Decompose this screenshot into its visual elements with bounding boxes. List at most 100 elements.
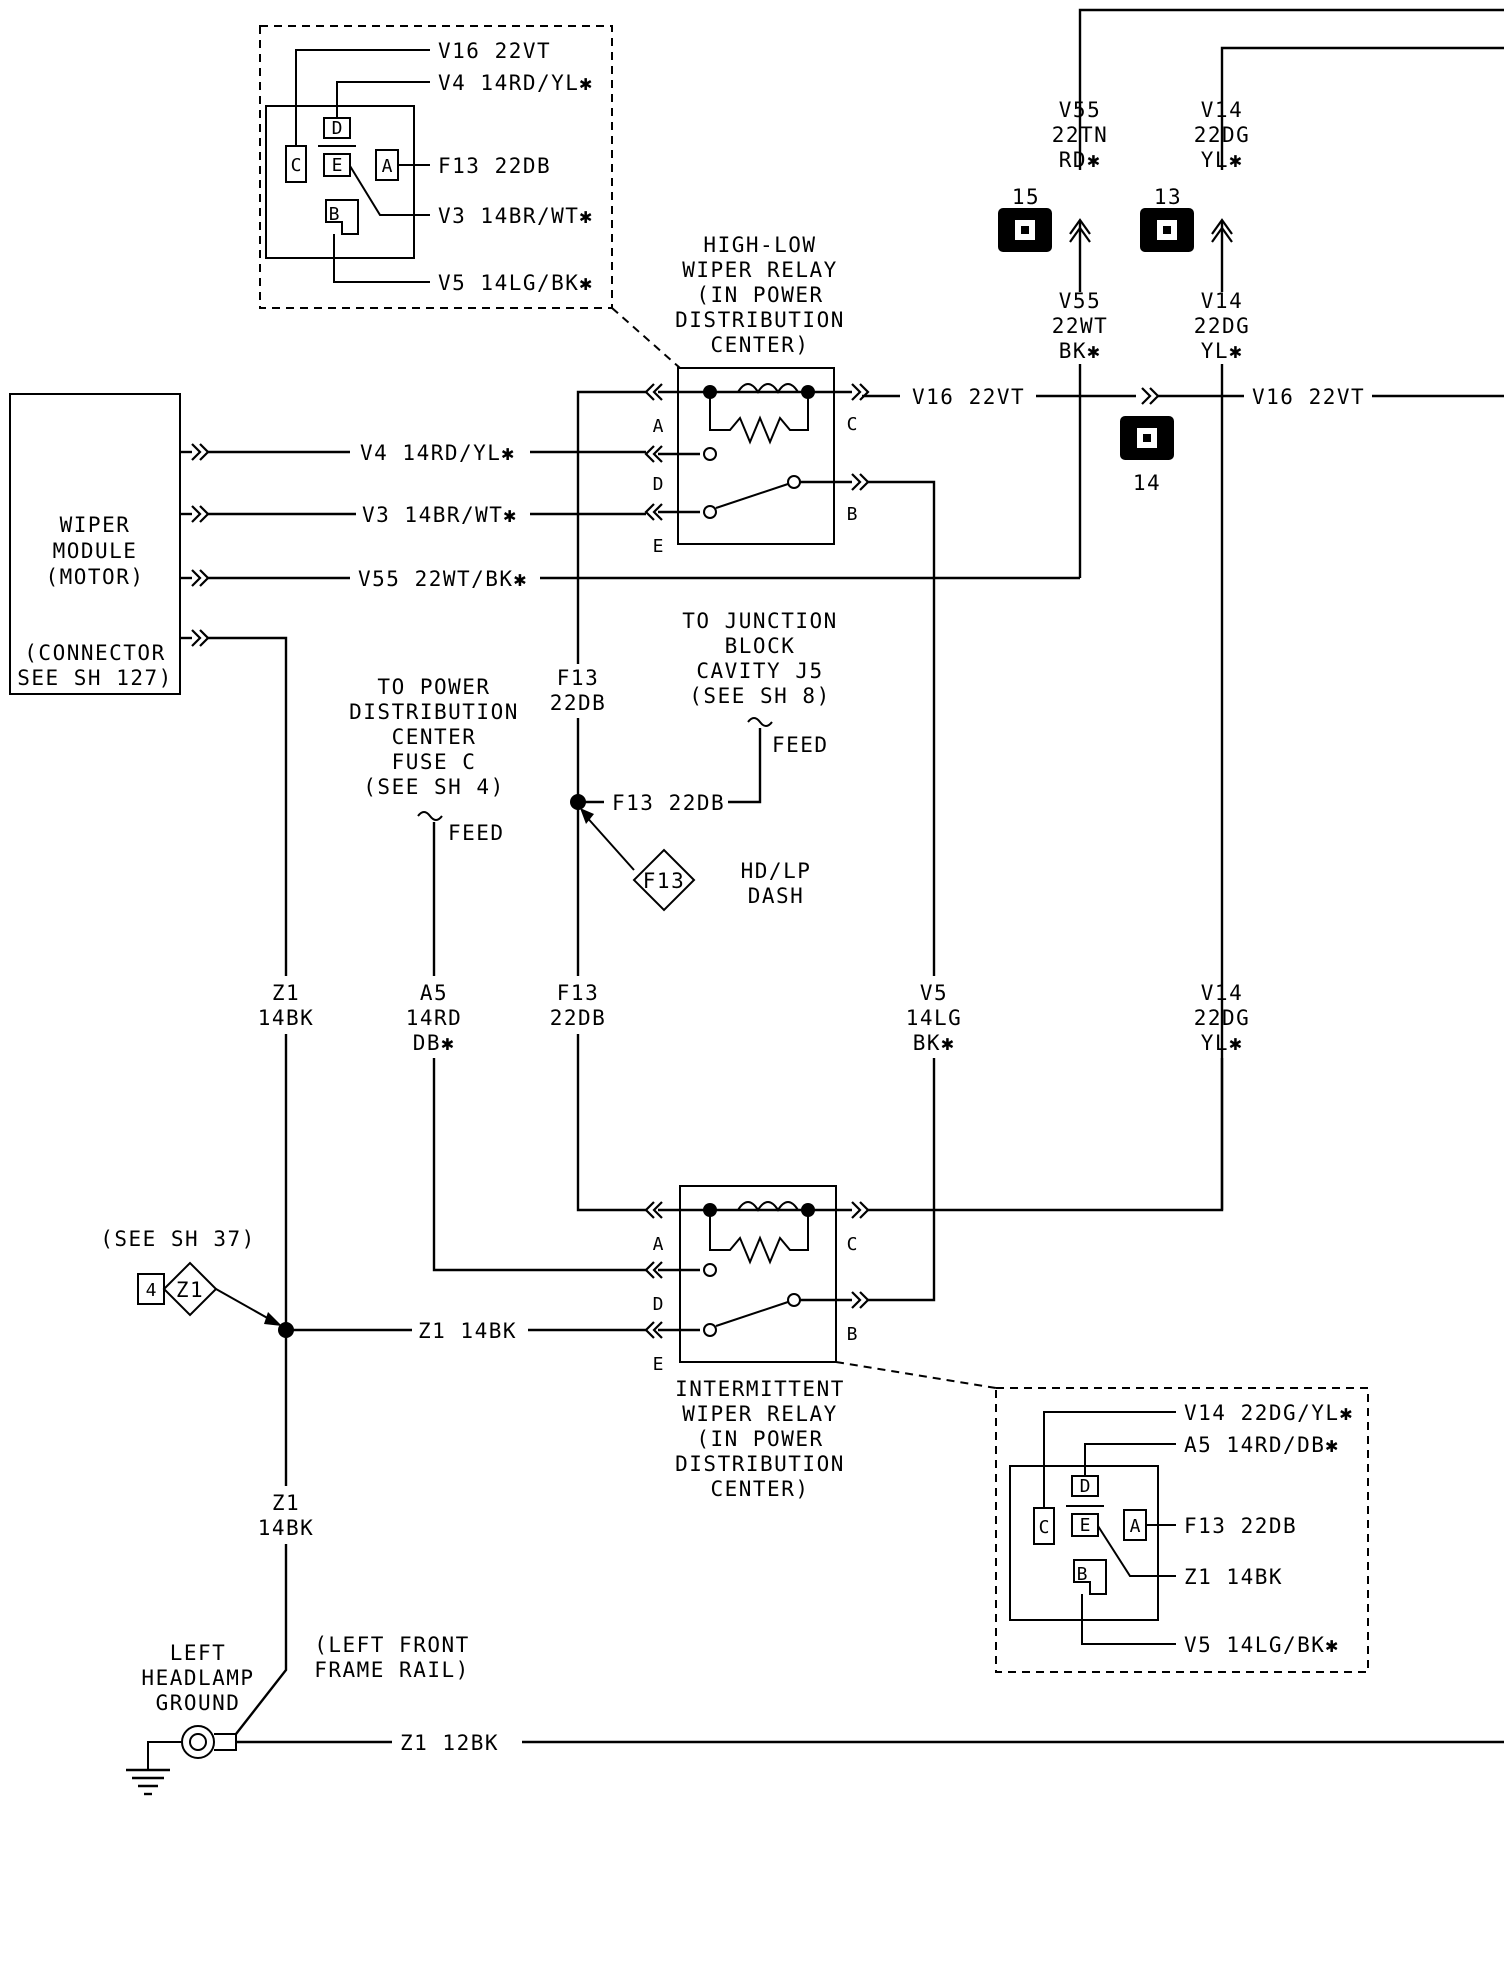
v55-upper-l1: V55 <box>1059 98 1101 122</box>
pdc-l3: CENTER <box>392 725 477 749</box>
detail-dashed-box <box>259 25 613 309</box>
hl-relay-title-1: HIGH-LOW <box>703 233 816 257</box>
wiper-connector-l2: SEE SH 127) <box>17 666 173 690</box>
top-right-wiring: V55 22TN RD✱ V14 22DG YL✱ 15 13 V55 22WT… <box>862 8 1504 1210</box>
detail-pin-b: B <box>329 204 340 225</box>
z1-ground-label: Z1 12BK <box>400 1731 499 1755</box>
detail-v4-label: V4 14RD/YL✱ <box>438 71 594 95</box>
hl-relay-title-4: DISTRIBUTION <box>675 308 845 332</box>
frame-rail-l1: (LEFT FRONT <box>314 1633 470 1657</box>
frame-rail-l2: FRAME RAIL) <box>314 1658 470 1682</box>
detail2-pin-e: E <box>1080 1515 1091 1536</box>
hl-pin-e: E <box>653 536 664 557</box>
module-wires: V4 14RD/YL✱ V3 14BR/WT✱ V55 22WT/BK✱ <box>208 441 1080 976</box>
int-relay-box <box>679 1185 837 1363</box>
detail-f13-label: F13 22DB <box>438 154 551 178</box>
wiper-module-l1: WIPER <box>60 513 131 537</box>
feed-label-2: FEED <box>448 821 505 845</box>
z1-horiz-label: Z1 14BK <box>418 1319 517 1343</box>
v55-upper-l3: RD✱ <box>1059 148 1101 172</box>
detail-v5-label: V5 14LG/BK✱ <box>438 271 594 295</box>
v5-l3: BK✱ <box>913 1031 955 1055</box>
f13-upper-l2: 22DB <box>550 691 607 715</box>
hl-pin-b: B <box>847 504 858 525</box>
detail2-z1-label: Z1 14BK <box>1184 1565 1283 1589</box>
detail2-pin-c: C <box>1039 1517 1050 1538</box>
wiper-module-l2: MODULE <box>53 539 138 563</box>
connector-13-icon <box>1140 208 1194 252</box>
wiper-module-box <box>9 393 181 695</box>
ground-l2: HEADLAMP <box>141 1666 254 1690</box>
hdlp-l2: DASH <box>748 884 805 908</box>
detail2-a5-label: A5 14RD/DB✱ <box>1184 1433 1340 1457</box>
v55-motor-label: V55 22WT/BK✱ <box>358 567 528 591</box>
detail2-f13-label: F13 22DB <box>1184 1514 1297 1538</box>
int-relay-title-1: INTERMITTENT <box>675 1377 845 1401</box>
detail2-pin-d: D <box>1080 1476 1091 1497</box>
v14-upper-l2: 22DG <box>1194 123 1251 147</box>
z1-ground-circuit: Z1 14BK Z1 14BK (SEE SH 37) 4 Z1 Z1 14BK… <box>100 981 1504 1796</box>
z1-upper-l2: 14BK <box>258 1006 315 1030</box>
int-pin-c: C <box>847 1234 858 1255</box>
junction-l2: BLOCK <box>725 634 796 658</box>
see-sh-37: (SEE SH 37) <box>100 1227 256 1251</box>
hl-pin-c: C <box>847 414 858 435</box>
v14-lower-l1: V14 <box>1201 289 1243 313</box>
f13-diamond-label: F13 <box>643 869 685 893</box>
connector-14-icon <box>1120 416 1174 460</box>
detail-pin-d: D <box>332 118 343 139</box>
hl-relay-title-3: (IN POWER <box>696 283 823 307</box>
detail2-pin-a: A <box>1130 1516 1141 1537</box>
f13-upper-l1: F13 <box>557 666 599 690</box>
intermittent-wiper-relay: A D E C B INTERMITTENT WIPER RELAY (IN P… <box>644 1185 997 1501</box>
v14-upper-l1: V14 <box>1201 98 1243 122</box>
int-pin-a: A <box>653 1234 664 1255</box>
hl-relay-title-2: WIPER RELAY <box>682 258 838 282</box>
detail-v16-label: V16 22VT <box>438 39 551 63</box>
pdc-l4: FUSE C <box>392 750 477 774</box>
int-pin-e: E <box>653 1354 664 1375</box>
feed-label-1: FEED <box>772 733 829 757</box>
v5-v14-circuit: V5 14LG BK✱ V14 22DG YL✱ <box>868 480 1251 1302</box>
pdc-l2: DISTRIBUTION <box>349 700 519 724</box>
v55-lower-l2: 22WT <box>1052 314 1109 338</box>
v16-relay-label: V16 22VT <box>912 385 1025 409</box>
connector-15-number: 15 <box>1012 185 1040 209</box>
v4-motor-label: V4 14RD/YL✱ <box>360 441 516 465</box>
v14-l3: YL✱ <box>1201 1031 1243 1055</box>
connector-13-number: 13 <box>1154 185 1182 209</box>
f13-diamond-icon <box>632 848 696 912</box>
hdlp-l1: HD/LP <box>741 859 812 883</box>
hl-relay-box <box>677 367 835 545</box>
a5-circuit: TO POWER DISTRIBUTION CENTER FUSE C (SEE… <box>349 675 646 1272</box>
a5-l1: A5 <box>420 981 448 1005</box>
detail-pin-e: E <box>332 155 343 176</box>
ground-l3: GROUND <box>156 1691 241 1715</box>
v5-l1: V5 <box>920 981 948 1005</box>
pdc-l5: (SEE SH 4) <box>363 775 504 799</box>
z1-diamond-label: Z1 <box>176 1278 204 1302</box>
wiper-connector-l1: (CONNECTOR <box>24 641 165 665</box>
int-relay-title-3: (IN POWER <box>696 1427 823 1451</box>
v55-lower-l3: BK✱ <box>1059 339 1101 363</box>
v55-lower-l1: V55 <box>1059 289 1101 313</box>
z1-box-label: 4 <box>146 1280 157 1301</box>
f13-lower-l2: 22DB <box>550 1006 607 1030</box>
v14-lower-l2: 22DG <box>1194 314 1251 338</box>
ground-eyelet-icon <box>181 1725 237 1759</box>
v14-upper-l3: YL✱ <box>1201 148 1243 172</box>
v14-l2: 22DG <box>1194 1006 1251 1030</box>
detail-dashed-box-2 <box>995 1387 1369 1673</box>
z1-upper-l1: Z1 <box>272 981 300 1005</box>
pdc-l1: TO POWER <box>377 675 490 699</box>
a5-l2: 14RD <box>406 1006 463 1030</box>
junction-l3: CAVITY J5 <box>696 659 823 683</box>
v5-l2: 14LG <box>906 1006 963 1030</box>
int-pin-b: B <box>847 1324 858 1345</box>
connector-15-icon <box>998 208 1052 252</box>
int-relay-title-2: WIPER RELAY <box>682 1402 838 1426</box>
high-low-relay-pinout-detail: C D E A B V16 22VT V4 14RD/YL✱ F13 22DB … <box>259 25 681 369</box>
detail2-pin-b: B <box>1077 1564 1088 1585</box>
detail2-v14-label: V14 22DG/YL✱ <box>1184 1401 1354 1425</box>
f13-splice-label: F13 22DB <box>612 791 725 815</box>
